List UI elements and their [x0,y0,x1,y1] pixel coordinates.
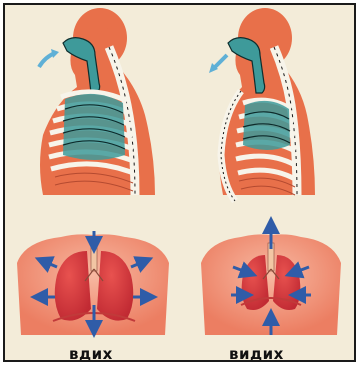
exhale-side-view [209,8,315,201]
diagram-canvas [5,5,356,362]
exhale-caption: видих [229,345,284,362]
exhale-front-lungs [201,225,341,335]
inhale-caption: вдих [69,345,113,362]
diagram-frame: вдих видих [3,3,356,362]
inhale-side-view [39,8,155,195]
inhale-front-lungs [17,231,169,335]
lung-side-inhale [63,94,125,160]
